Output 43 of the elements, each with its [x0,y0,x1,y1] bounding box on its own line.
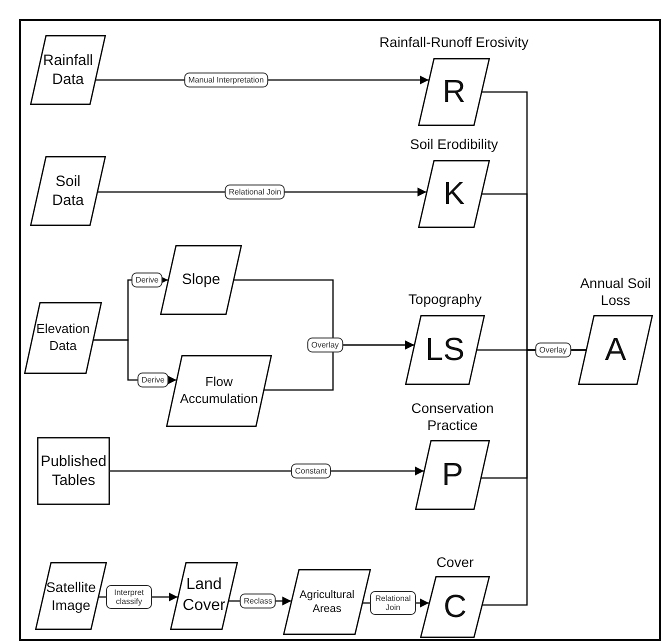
data-parallelogram [166,355,272,427]
factor-letter: C [443,587,467,626]
node-heading: Topography [407,291,483,308]
edge-label: Relational Join [224,184,286,200]
edge-label: Derive [137,372,169,388]
edge-label: Reclass [240,594,276,608]
node-label: Slope [182,270,220,290]
node-label: Satellite Image [45,578,97,614]
arrow [264,340,414,391]
node-heading: Annual Soil Loss [579,275,652,309]
data-parallelogram [35,562,107,630]
node-heading: Conservation Practice [410,400,495,434]
data-parallelogram [30,35,106,105]
data-parallelogram [420,554,490,638]
edge-label: Overlay [535,342,571,358]
node-label: Land Cover [182,575,226,616]
factor-letter: LS [425,330,465,370]
factor-letter: K [443,174,465,214]
node-label: Rainfall Data [42,50,94,90]
node-label: Elevation Data [35,321,91,355]
node-label: Flow Accumulation [178,374,260,408]
data-parallelogram [160,245,242,315]
edge-label: Derive [131,272,163,288]
data-parallelogram [24,302,102,374]
data-parallelogram [170,562,238,630]
connector-line [482,349,586,606]
node-label: Soil Data [51,172,85,210]
node-heading: Soil Erodibility [409,136,499,153]
data-parallelogram [283,569,371,635]
edge-label: Relational Join [370,591,416,615]
factor-letter: P [442,455,464,494]
edge-label: Manual Interpretation [184,72,268,88]
data-parallelogram [30,156,106,226]
factor-letter: A [604,330,626,370]
node-heading: Cover [435,554,475,571]
process-box [37,437,110,505]
node-label: Agricultural Areas [298,588,356,616]
node-heading: Rainfall-Runoff Erosivity [378,34,530,51]
edge-label: Interpret classify [106,585,152,609]
edge-label: Overlay [307,338,343,352]
factor-letter: R [442,72,466,112]
node-label: Published Tables [40,452,106,490]
edge-label: Constant [290,464,332,478]
